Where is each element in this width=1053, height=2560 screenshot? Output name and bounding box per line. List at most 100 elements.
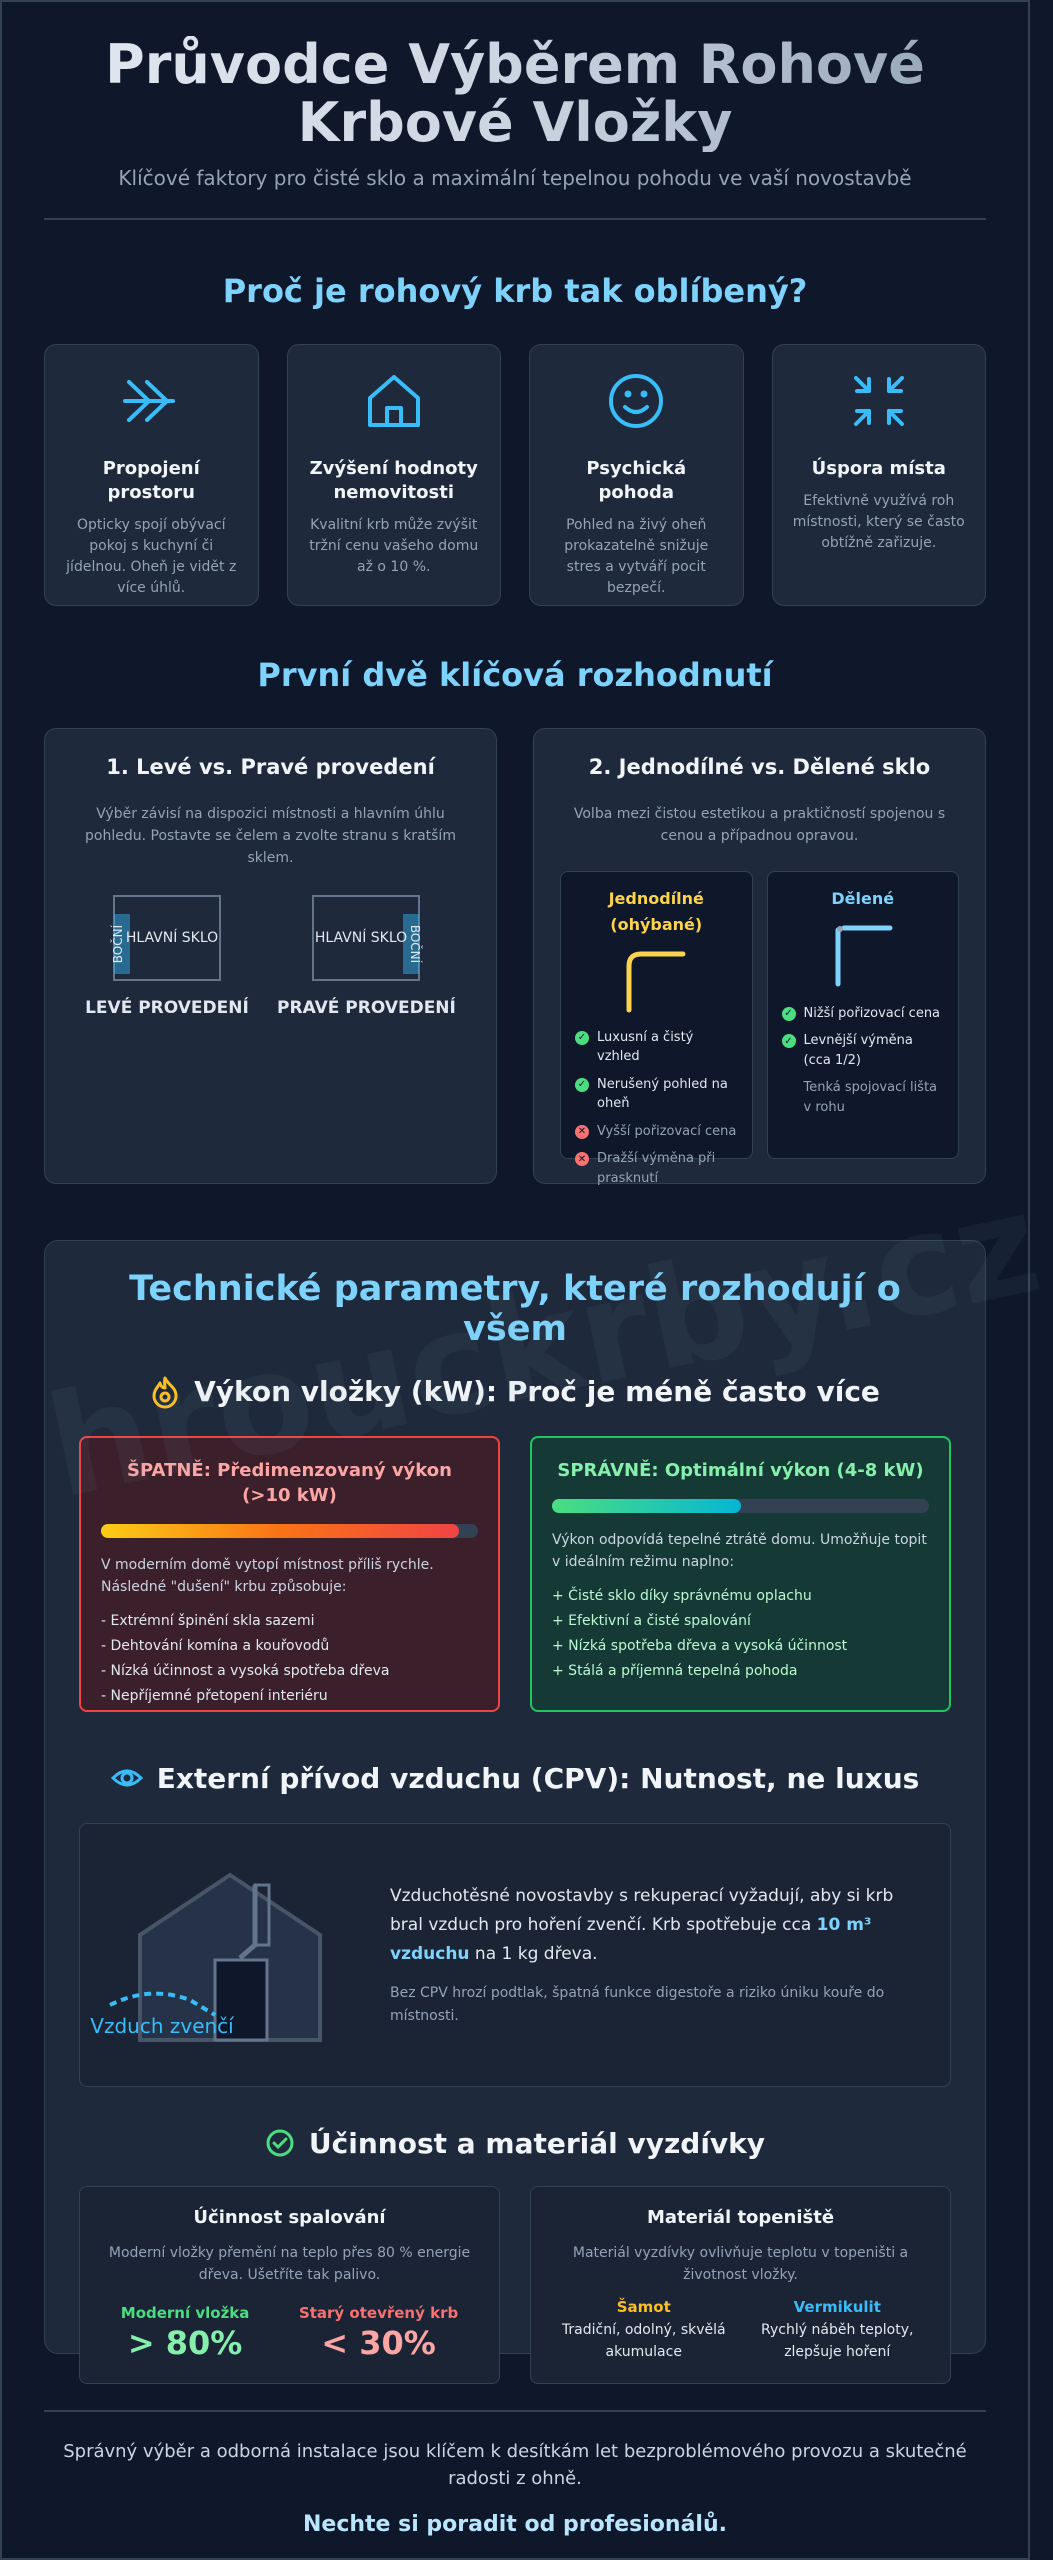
split-glass-icon: [782, 922, 945, 988]
glass-decision-panel: 2. Jednodílné vs. Dělené sklo Volba mezi…: [533, 727, 986, 1186]
single-glass-card: Jednodílné (ohýbané) ✓Luxusní a čistý vz…: [560, 871, 753, 1186]
flame-icon: [152, 1376, 178, 1409]
benefit-text: Kvalitní krb může zvýšit tržní cenu vaše…: [309, 517, 479, 576]
material-text: Materiál vyzdívky ovlivňuje teplotu v to…: [572, 2244, 909, 2283]
footer-divider: [44, 2409, 986, 2412]
pro-item: ✓Levnější výměna (cca 1/2): [781, 1031, 945, 1070]
compress-icon: [791, 371, 968, 431]
chamotte-label: Šamot: [616, 2298, 671, 2317]
benefit-card: Úspora místa Efektivně využívá roh místn…: [771, 343, 986, 606]
left-variant: BOČNÍ HLAVNÍ SKLO LEVÉ PROVEDENÍ: [85, 894, 249, 1018]
technical-title: Technické parametry, které rozhodují o v…: [129, 1268, 901, 1349]
cross-icon: ✕: [575, 1124, 589, 1139]
benefit-text: Pohled na živý oheň prokazatelně snižuje…: [564, 517, 709, 597]
pro-item: ✓Nerušený pohled na oheň: [575, 1075, 738, 1114]
check-icon: ✓: [781, 1006, 796, 1021]
left-variant-caption: LEVÉ PROVEDENÍ: [85, 997, 249, 1018]
oversized-text: V moderním domě vytopí místnost příliš r…: [101, 1556, 434, 1596]
oversized-item: - Extrémní špinění skla sazemi: [101, 1612, 315, 1629]
side-decision-panel: 1. Levé vs. Pravé provedení Výběr závisí…: [44, 727, 497, 1184]
page-title-line2: Krbové Vložky: [297, 90, 733, 154]
combustion-title: Účinnost spalování: [193, 2206, 386, 2228]
benefit-card: Propojení prostoru Opticky spojí obývací…: [44, 343, 259, 606]
right-side-label: BOČNÍ: [408, 925, 423, 964]
optimal-title: SPRÁVNĚ: Optimální výkon (4-8 kW): [557, 1459, 924, 1481]
check-icon: ✓: [575, 1030, 589, 1045]
optimal-item: + Nízká spotřeba dřeva a vysoká účinnost: [552, 1637, 848, 1654]
oversized-power-card: ŠPATNĚ: Předimenzovaný výkon (>10 kW) V …: [79, 1435, 500, 1712]
check-circle-icon: [266, 2129, 294, 2157]
old-label: Starý otevřený krb: [298, 2304, 459, 2323]
page-subtitle: Klíčové faktory pro čisté sklo a maximál…: [118, 165, 912, 190]
cpv-heading: Externí přívod vzduchu (CPV): Nutnost, n…: [79, 1762, 951, 1795]
optimal-power-fill: [552, 1498, 741, 1513]
split-glass-card: Dělené ✓Nižší pořizovací cena ✓Levnější …: [766, 871, 959, 1160]
optimal-text: Výkon odpovídá tepelné ztrátě domu. Umož…: [552, 1531, 927, 1571]
oversized-power-bar: [101, 1523, 478, 1538]
power-heading: Výkon vložky (kW): Proč je méně často ví…: [79, 1374, 951, 1409]
right-variant-caption: PRAVÉ PROVEDENÍ: [277, 997, 456, 1018]
page-title: Průvodce Výběrem Rohové Krbové Vložky: [44, 36, 986, 152]
right-variant: BOČNÍ HLAVNÍ SKLO PRAVÉ PROVEDENÍ: [277, 894, 456, 1018]
footer-cta: Nechte si poradit od profesionálů.: [303, 2511, 727, 2537]
modern-value: > 80%: [127, 2324, 243, 2363]
optimal-power-bar: [552, 1498, 929, 1513]
cpv-note: Bez CPV hrozí podtlak, špatná funkce dig…: [390, 1985, 885, 2024]
material-card: Materiál topeniště Materiál vyzdívky ovl…: [530, 2185, 951, 2384]
eye-icon: [110, 1769, 143, 1787]
optimal-power-card: SPRÁVNĚ: Optimální výkon (4-8 kW) Výkon …: [530, 1435, 951, 1712]
right-variant-diagram: BOČNÍ HLAVNÍ SKLO: [312, 894, 423, 981]
air-label: Vzduch zvenčí: [90, 2014, 235, 2038]
efficiency-title: Účinnost a materiál vyzdívky: [308, 2126, 766, 2160]
left-variant-diagram: BOČNÍ HLAVNÍ SKLO: [110, 894, 221, 981]
oversized-item: - Dehtování komína a kouřovodů: [101, 1637, 330, 1654]
technical-section: hrouckrby.cz Technické parametry, které …: [35, 1161, 1053, 2384]
oversized-title: ŠPATNĚ: Předimenzovaný výkon (>10 kW): [127, 1459, 452, 1506]
optimal-item: + Čisté sklo díky správnému oplachu: [552, 1587, 812, 1604]
modern-label: Moderní vložka: [120, 2304, 250, 2323]
chamotte-option: Šamot Tradiční, odolný, skvělá akumulace: [549, 2298, 739, 2363]
benefit-card: Zvýšení hodnoty nemovitosti Kvalitní krb…: [286, 343, 501, 606]
left-main-label: HLAVNÍ SKLO: [126, 929, 218, 946]
split-glass-title: Dělené: [831, 889, 895, 909]
old-stat: Starý otevřený krb < 30%: [299, 2304, 458, 2362]
modern-stat: Moderní vložka > 80%: [121, 2304, 250, 2362]
house-air-diagram: Vzduch zvenčí: [90, 1872, 322, 2042]
oversized-power-fill: [101, 1523, 460, 1538]
decisions-title: První dvě klíčová rozhodnutí: [257, 655, 773, 694]
page-content: Průvodce Výběrem Rohové Krbové Vložky Kl…: [35, 0, 1053, 2541]
benefit-card: Psychická pohoda Pohled na živý oheň pro…: [529, 343, 744, 606]
glass-decision-text: Volba mezi čistou estetikou a praktičnos…: [573, 805, 946, 844]
header-divider: [44, 217, 986, 220]
pro-item: ✓Luxusní a čistý vzhled: [575, 1028, 738, 1067]
sparkle-icon: ✧: [784, 1082, 793, 1094]
benefit-title: Úspora místa: [811, 457, 946, 479]
benefit-title: Propojení prostoru: [102, 457, 200, 503]
vermiculite-label: Vermikulit: [793, 2298, 881, 2317]
benefit-title: Psychická pohoda: [586, 457, 687, 503]
glass-decision-title: 2. Jednodílné vs. Dělené sklo: [588, 754, 931, 779]
check-icon: ✓: [575, 1077, 589, 1092]
side-decision-title: 1. Levé vs. Pravé provedení: [106, 754, 435, 779]
material-title: Materiál topeniště: [646, 2206, 835, 2228]
old-value: < 30%: [321, 2324, 436, 2363]
popularity-section: Proč je rohový krb tak oblíbený? Propoje…: [44, 272, 986, 606]
popularity-title: Proč je rohový krb tak oblíbený?: [222, 271, 808, 310]
cpv-text: Vzduchotěsné novostavby s rekuperací vyž…: [390, 1885, 894, 1964]
right-main-label: HLAVNÍ SKLO: [315, 929, 407, 946]
optimal-item: + Stálá a příjemná tepelná pohoda: [552, 1663, 798, 1680]
benefit-text: Efektivně využívá roh místnosti, který s…: [792, 492, 965, 551]
curved-glass-icon: [575, 948, 738, 1014]
combustion-card: Účinnost spalování Moderní vložky přeměn…: [79, 2185, 500, 2384]
cpv-card: Vzduch zvenčí Vzduchotěsné novostavby s …: [79, 1822, 951, 2087]
side-decision-text: Výběr závisí na dispozici místnosti a hl…: [85, 805, 456, 867]
house-icon: [306, 371, 483, 431]
vermiculite-option: Vermikulit Rychlý náběh teploty, zlepšuj…: [742, 2298, 932, 2363]
power-title: Výkon vložky (kW): Proč je méně často ví…: [194, 1374, 880, 1408]
oversized-item: - Nízká účinnost a vysoká spotřeba dřeva: [101, 1663, 390, 1680]
combustion-text: Moderní vložky přemění na teplo přes 80 …: [108, 2244, 471, 2283]
check-icon: ✓: [781, 1034, 796, 1049]
con-item: ✕Dražší výměna při prasknutí: [575, 1149, 738, 1188]
con-item: ✕Vyšší pořizovací cena: [575, 1122, 738, 1142]
benefit-title: Zvýšení hodnoty nemovitosti: [309, 457, 478, 503]
